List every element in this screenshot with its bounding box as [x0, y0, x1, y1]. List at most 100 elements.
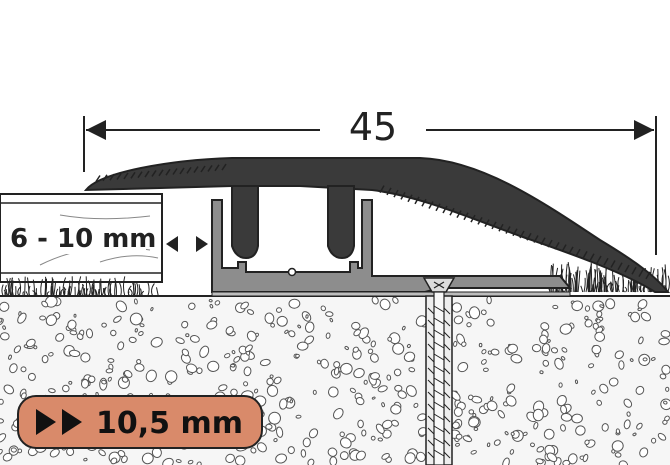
pebble	[269, 374, 274, 379]
pebble	[455, 433, 463, 440]
fiber	[27, 277, 30, 297]
fiber	[22, 291, 25, 297]
pebble	[381, 402, 385, 408]
pebble	[10, 447, 17, 453]
pebble	[618, 360, 625, 370]
pebble	[505, 395, 517, 407]
fiber	[592, 284, 594, 293]
pebble	[614, 452, 622, 458]
pebble	[453, 407, 463, 417]
pebble	[662, 419, 668, 425]
fiber	[3, 289, 7, 297]
screw-thread	[427, 449, 451, 459]
fiber	[10, 277, 13, 297]
fiber	[131, 281, 135, 297]
fiber	[114, 282, 116, 297]
pebble	[141, 452, 154, 465]
fiber	[51, 277, 54, 297]
pebble	[128, 336, 137, 344]
screw-and-dowel	[422, 277, 456, 465]
screw-thread	[427, 329, 451, 339]
fiber	[4, 285, 7, 297]
pebble	[637, 307, 642, 312]
pebble	[404, 452, 416, 464]
pebble	[377, 385, 388, 393]
pebble	[584, 439, 590, 445]
pebble	[188, 302, 196, 310]
fiber	[40, 279, 43, 297]
pebble	[2, 325, 6, 330]
pebble	[567, 453, 578, 465]
pebble	[231, 350, 236, 355]
pebble	[481, 349, 487, 355]
pebble	[164, 370, 178, 383]
pebble	[41, 355, 49, 364]
pebble	[320, 305, 326, 312]
pebble	[181, 320, 189, 329]
pebble	[397, 390, 407, 399]
fiber	[565, 263, 568, 293]
pebble	[55, 333, 65, 342]
fiber	[114, 277, 117, 297]
pebble	[486, 296, 492, 305]
fiber	[599, 270, 603, 293]
pebble	[20, 366, 27, 373]
pebble	[308, 428, 319, 439]
pebble	[541, 343, 551, 354]
pebble	[466, 322, 472, 328]
pebble	[370, 340, 376, 348]
fiber	[78, 276, 82, 297]
pebble	[562, 459, 571, 465]
pebble	[596, 310, 603, 318]
screw-thread	[427, 437, 451, 447]
pebble	[650, 357, 656, 361]
pebble	[591, 389, 596, 395]
pebble	[300, 449, 307, 458]
pebble	[307, 458, 315, 465]
screw-thread	[427, 305, 451, 315]
pebble	[507, 343, 518, 354]
screw-thread	[427, 365, 451, 375]
pebble	[532, 408, 544, 422]
pebble	[117, 450, 126, 458]
pebble	[76, 333, 84, 340]
fiber	[83, 288, 87, 297]
pebble	[575, 425, 586, 436]
pebble	[325, 311, 334, 317]
pebble	[214, 300, 221, 306]
fiber	[129, 288, 133, 297]
fiber	[577, 270, 581, 293]
fiber	[87, 280, 91, 297]
pebble	[591, 344, 602, 355]
pebble	[403, 351, 416, 362]
pebble	[17, 448, 23, 454]
pebble	[539, 370, 544, 375]
left-underlay-fibers	[1, 276, 159, 297]
pebble	[486, 318, 495, 327]
screw-thread	[427, 413, 451, 423]
fiber	[610, 281, 614, 293]
fiber	[593, 269, 596, 293]
screw-thread	[427, 341, 451, 351]
pebble	[626, 411, 631, 417]
fiber	[151, 283, 155, 297]
pebble	[2, 452, 13, 462]
pebble	[302, 437, 311, 448]
pebble	[196, 461, 202, 465]
pebble	[543, 428, 555, 440]
height-badge: 10,5 mm	[17, 395, 263, 449]
pebble	[480, 309, 487, 316]
pebble	[533, 421, 539, 430]
pebble	[150, 337, 163, 348]
pebble	[0, 301, 10, 312]
pebble	[510, 353, 523, 364]
pebble	[69, 330, 78, 336]
pebble	[139, 323, 145, 328]
pebble	[535, 458, 544, 465]
pebble	[266, 377, 274, 386]
pebble	[467, 394, 474, 401]
pebble	[584, 315, 589, 320]
pebble	[288, 298, 301, 309]
pebble	[329, 317, 334, 323]
pebble	[540, 322, 550, 331]
